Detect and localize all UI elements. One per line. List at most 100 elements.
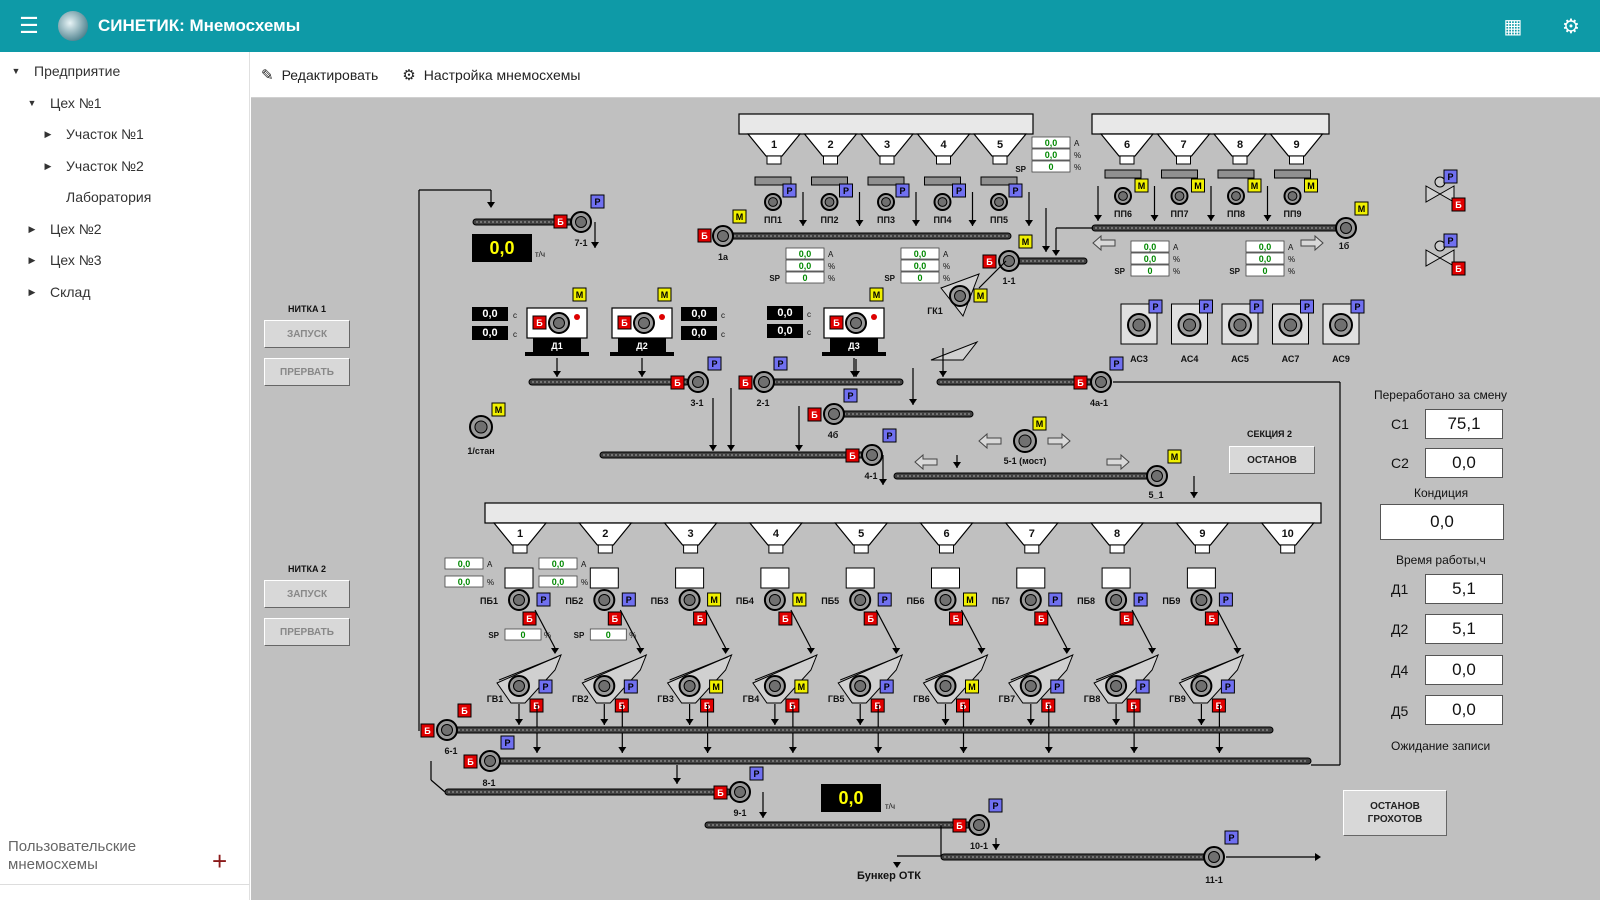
manual-tag[interactable] (1220, 679, 1235, 694)
manual-tag[interactable] (621, 592, 636, 607)
motor-tag[interactable] (1304, 178, 1318, 193)
motor-tag[interactable] (1167, 449, 1182, 464)
manual-tag[interactable] (1048, 592, 1063, 607)
block-tag[interactable] (1451, 261, 1466, 276)
manual-tag[interactable] (1218, 592, 1233, 607)
manual-tag[interactable] (879, 679, 894, 694)
motor-tag[interactable] (1018, 234, 1033, 249)
block-tag[interactable] (607, 611, 622, 626)
block-tag[interactable] (1119, 611, 1134, 626)
manual-tag[interactable] (882, 428, 897, 443)
block-tag[interactable] (532, 315, 547, 330)
block-tag[interactable] (693, 611, 708, 626)
motor-tag[interactable] (572, 287, 587, 302)
tree-item-enterprise[interactable]: ▼Предприятие (8, 57, 128, 85)
block-tag[interactable] (738, 375, 753, 390)
block-tag[interactable] (463, 754, 478, 769)
thread1-start-button[interactable]: ЗАПУСК (264, 320, 350, 348)
motor-tag[interactable] (709, 679, 724, 694)
block-tag[interactable] (457, 703, 472, 718)
manual-tag[interactable] (988, 798, 1003, 813)
block-tag[interactable] (1204, 611, 1219, 626)
block-tag[interactable] (1073, 375, 1088, 390)
motor-tag[interactable] (792, 592, 807, 607)
scheme-settings-button[interactable]: ⚙Настройка мнемосхемы (402, 66, 581, 84)
motor-tag[interactable] (963, 592, 977, 607)
block-tag[interactable] (982, 254, 997, 269)
motor-tag[interactable] (869, 287, 884, 302)
block-tag[interactable] (713, 785, 728, 800)
block-tag[interactable] (845, 448, 860, 463)
motor-tag[interactable] (965, 679, 979, 694)
block-tag[interactable] (420, 723, 435, 738)
block-tag[interactable] (863, 611, 878, 626)
manual-tag[interactable] (749, 766, 764, 781)
block-tag[interactable] (522, 611, 537, 626)
tree-item-shop1[interactable]: ▼Цех №1 (24, 89, 110, 117)
block-tag[interactable] (1451, 197, 1466, 212)
motor-tag[interactable] (1354, 201, 1369, 216)
manual-tag[interactable] (1224, 830, 1239, 845)
manual-tag[interactable] (877, 592, 892, 607)
manual-tag[interactable] (1350, 299, 1365, 314)
manual-tag[interactable] (590, 194, 605, 209)
manual-tag[interactable] (1135, 679, 1150, 694)
manual-tag[interactable] (1443, 233, 1458, 248)
manual-tag[interactable] (1443, 169, 1458, 184)
tree-item-shop3[interactable]: ▶Цех №3 (24, 246, 110, 274)
motor-tag[interactable] (707, 592, 722, 607)
apps-grid-icon[interactable]: ▦ (1503, 15, 1523, 38)
motor-tag[interactable] (794, 679, 809, 694)
tree-item-area1[interactable]: ▶Участок №1 (40, 120, 152, 148)
thread2-abort-button[interactable]: ПРЕРВАТЬ (264, 618, 350, 646)
manual-tag[interactable] (1050, 679, 1065, 694)
manual-tag[interactable] (1008, 183, 1023, 198)
motor-tag[interactable] (1032, 416, 1047, 431)
motor-tag[interactable] (973, 288, 988, 303)
block-tag[interactable] (617, 315, 632, 330)
manual-tag[interactable] (623, 679, 638, 694)
block-tag[interactable] (670, 375, 685, 390)
manual-tag[interactable] (500, 735, 515, 750)
motor-tag[interactable] (732, 209, 747, 224)
block-tag[interactable] (697, 228, 712, 243)
block-tag[interactable] (949, 611, 963, 626)
manual-tag[interactable] (1109, 356, 1124, 371)
motor-tag[interactable] (1191, 178, 1205, 193)
section2-stop-button[interactable]: ОСТАНОВ (1229, 446, 1315, 474)
manual-tag[interactable] (1133, 592, 1148, 607)
hamburger-menu-icon[interactable]: ☰ (19, 13, 39, 38)
tree-item-lab[interactable]: Лаборатория (66, 189, 152, 205)
valve-icon[interactable] (1425, 185, 1455, 203)
block-tag[interactable] (807, 407, 822, 422)
thread2-start-button[interactable]: ЗАПУСК (264, 580, 350, 608)
block-tag[interactable] (778, 611, 793, 626)
add-scheme-button[interactable]: + (212, 846, 228, 876)
block-tag[interactable] (1034, 611, 1049, 626)
tree-item-warehouse[interactable]: ▶Склад (24, 278, 99, 306)
stop-screens-button[interactable]: ОСТАНОВ ГРОХОТОВ (1343, 790, 1447, 836)
block-tag[interactable] (829, 315, 844, 330)
manual-tag[interactable] (843, 388, 858, 403)
manual-tag[interactable] (1300, 299, 1314, 314)
motor-tag[interactable] (657, 287, 672, 302)
manual-tag[interactable] (538, 679, 553, 694)
manual-tag[interactable] (952, 183, 966, 198)
manual-tag[interactable] (773, 356, 788, 371)
motor-tag[interactable] (1247, 178, 1262, 193)
motor-tag[interactable] (491, 402, 506, 417)
manual-tag[interactable] (782, 183, 797, 198)
block-tag[interactable] (952, 818, 967, 833)
manual-tag[interactable] (895, 183, 910, 198)
manual-tag[interactable] (707, 356, 722, 371)
valve-icon[interactable] (1425, 249, 1455, 267)
manual-tag[interactable] (1249, 299, 1264, 314)
manual-tag[interactable] (1148, 299, 1163, 314)
block-tag[interactable] (553, 214, 568, 229)
tree-item-shop2[interactable]: ▶Цех №2 (24, 215, 120, 243)
tree-item-area2[interactable]: ▶Участок №2 (40, 152, 152, 180)
manual-tag[interactable] (839, 183, 853, 198)
gear-icon[interactable]: ⚙ (1562, 15, 1580, 38)
manual-tag[interactable] (1199, 299, 1213, 314)
thread1-abort-button[interactable]: ПРЕРВАТЬ (264, 358, 350, 386)
